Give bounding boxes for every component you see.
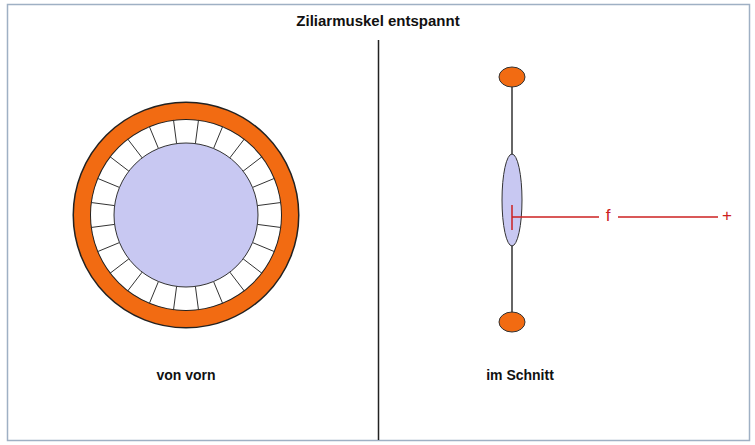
ciliary-muscle-top: [499, 67, 525, 87]
zonule-space: [91, 120, 281, 310]
focal-length-label: f: [606, 207, 611, 226]
zonule-fiber: [214, 282, 223, 304]
focal-line: [618, 216, 718, 218]
zonule-fiber: [253, 178, 275, 187]
zonule-fiber: [257, 202, 281, 205]
zonule-fiber: [173, 120, 176, 144]
lens-section: [502, 154, 522, 246]
frame: [8, 5, 750, 441]
zonule-fiber: [230, 139, 245, 158]
ciliary-muscle-ring: [82, 111, 290, 319]
zonule-fiber: [110, 157, 129, 172]
zonule-fiber: [97, 243, 119, 252]
zonule-fiber: [243, 259, 262, 274]
zonule-fiber: [243, 157, 262, 172]
title: Ziliarmuskel entspannt: [296, 13, 459, 30]
zonule-fiber: [149, 282, 158, 304]
section-view: [499, 67, 718, 332]
zonule-fiber: [195, 120, 198, 144]
zonule-fiber: [91, 224, 115, 227]
zonule-fiber: [214, 126, 223, 148]
front-view: [82, 111, 290, 319]
lens-front: [114, 143, 258, 287]
zonule-fiber: [91, 202, 115, 205]
zonule-fiber: [195, 286, 198, 310]
divider-line: [378, 40, 380, 440]
view-caption: im Schnitt: [486, 368, 554, 383]
zonule-fiber: [110, 259, 129, 274]
zonule-fiber: [173, 286, 176, 310]
focal-point-mark: +: [722, 207, 732, 226]
ciliary-muscle-outline: [82, 111, 290, 319]
ciliary-muscle-bottom: [499, 312, 525, 332]
zonule-fiber: [128, 139, 143, 158]
zonule-fiber: [253, 243, 275, 252]
zonule-fiber: [97, 178, 119, 187]
zonule-fiber: [149, 126, 158, 148]
view-caption: von vorn: [156, 368, 215, 383]
zonule-fibers: [91, 120, 281, 310]
zonule-fiber: [128, 272, 143, 291]
zonule-fiber: [230, 272, 245, 291]
focal-line: [512, 216, 599, 218]
zonule-fiber: [257, 224, 281, 227]
